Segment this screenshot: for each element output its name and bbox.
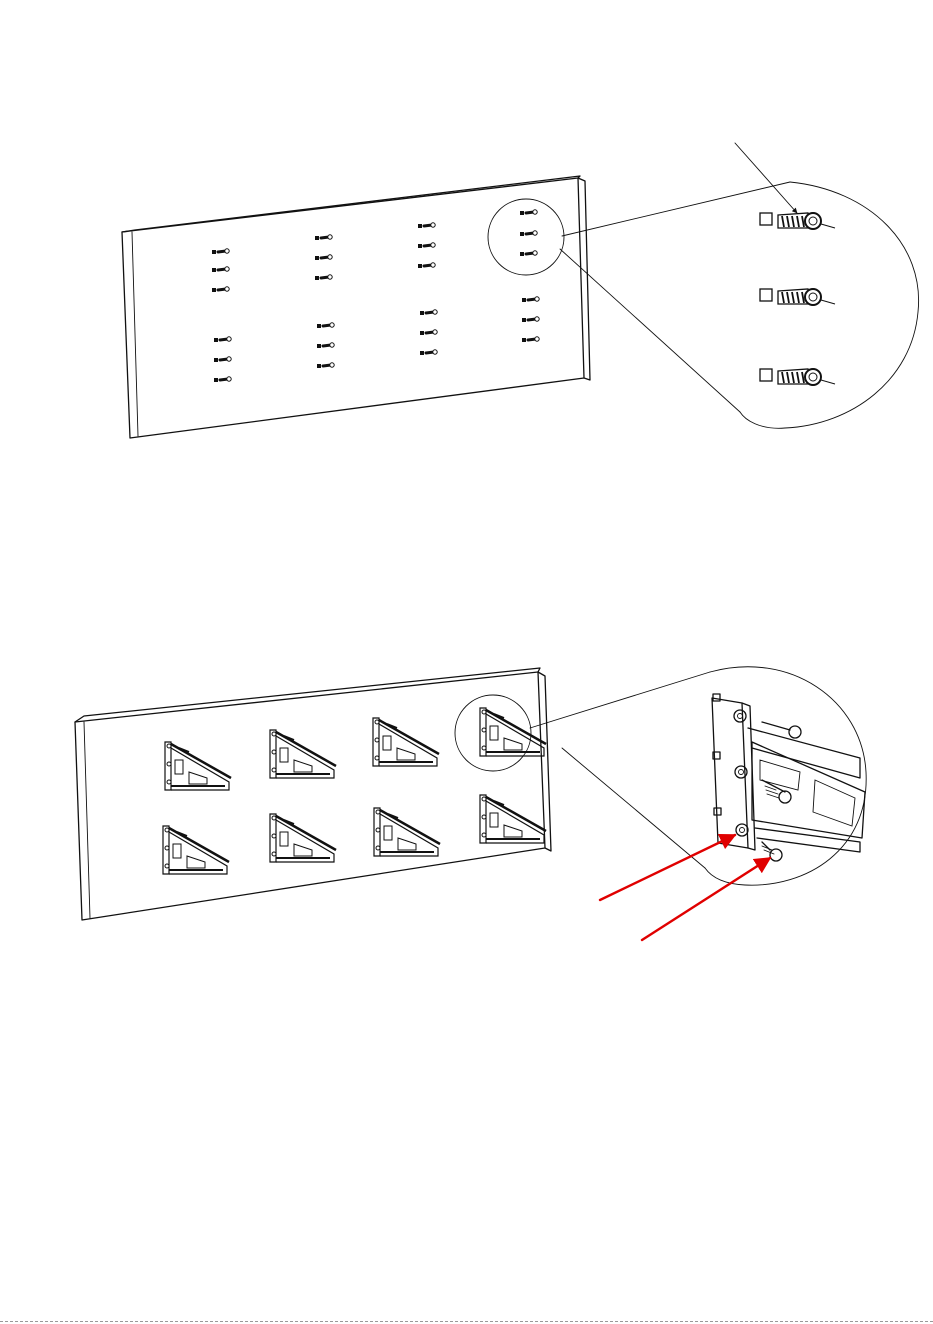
wall-anchor-icon [522, 297, 539, 302]
wall-anchor-icon [522, 317, 539, 322]
wall-plug-icon [760, 213, 835, 229]
wall-anchor-icon [214, 357, 231, 362]
wall-anchor-icon [520, 210, 537, 215]
wall-bracket-icon [373, 718, 439, 766]
wall-anchor-icon [522, 337, 539, 342]
wall-anchor-icon [418, 263, 435, 268]
wall-bracket-icon [165, 742, 231, 790]
step1-detail-bubble [740, 182, 919, 428]
step1-panel [122, 176, 590, 438]
wall-bracket-icon [270, 730, 336, 778]
wall-anchor-icon [520, 231, 537, 236]
step2-red-arrow-screw [600, 835, 735, 900]
wall-anchor-icon [418, 243, 435, 248]
step1-pointer-arrow [735, 143, 797, 213]
wall-anchor-icon [420, 350, 437, 355]
step2-detail-bubble [705, 667, 866, 885]
wall-anchor-icon [520, 251, 537, 256]
wall-anchor-icon [315, 255, 332, 260]
wall-anchor-icon [418, 223, 435, 228]
wall-anchor-icon [212, 267, 229, 272]
wall-bracket-icon [480, 795, 546, 843]
step2-zoom-connector-bottom [562, 748, 705, 868]
wall-anchor-icon [317, 323, 334, 328]
wall-anchor-icon [214, 377, 231, 382]
step2-zoom-connector-top [530, 672, 710, 728]
step2-panel [75, 668, 551, 920]
wall-anchor-icon [212, 249, 229, 254]
wall-anchor-icon [212, 287, 229, 292]
wall-bracket-icon [163, 826, 229, 874]
wall-anchor-icon [315, 275, 332, 280]
wall-anchor-icon [420, 330, 437, 335]
wall-anchor-icon [317, 343, 334, 348]
wall-plug-icon [760, 289, 835, 305]
wall-anchor-icon [317, 363, 334, 368]
wall-anchor-icon [420, 310, 437, 315]
step1-detail-plugs [760, 213, 835, 385]
wall-anchor-icon [214, 337, 231, 342]
wall-plug-icon [760, 369, 835, 385]
step2-zoom-circle [455, 695, 531, 771]
wall-bracket-icon [374, 808, 440, 856]
step2-bracket-group [163, 708, 546, 874]
step1-zoom-circle [488, 199, 564, 275]
step1-zoom-connector-top [562, 182, 790, 236]
wall-bracket-icon [480, 708, 546, 756]
page-bottom-rule [0, 1321, 933, 1322]
step1-anchor-group [212, 210, 539, 382]
step1-zoom-connector-bottom [560, 249, 740, 412]
wall-anchor-icon [315, 235, 332, 240]
wall-bracket-icon [270, 814, 336, 862]
